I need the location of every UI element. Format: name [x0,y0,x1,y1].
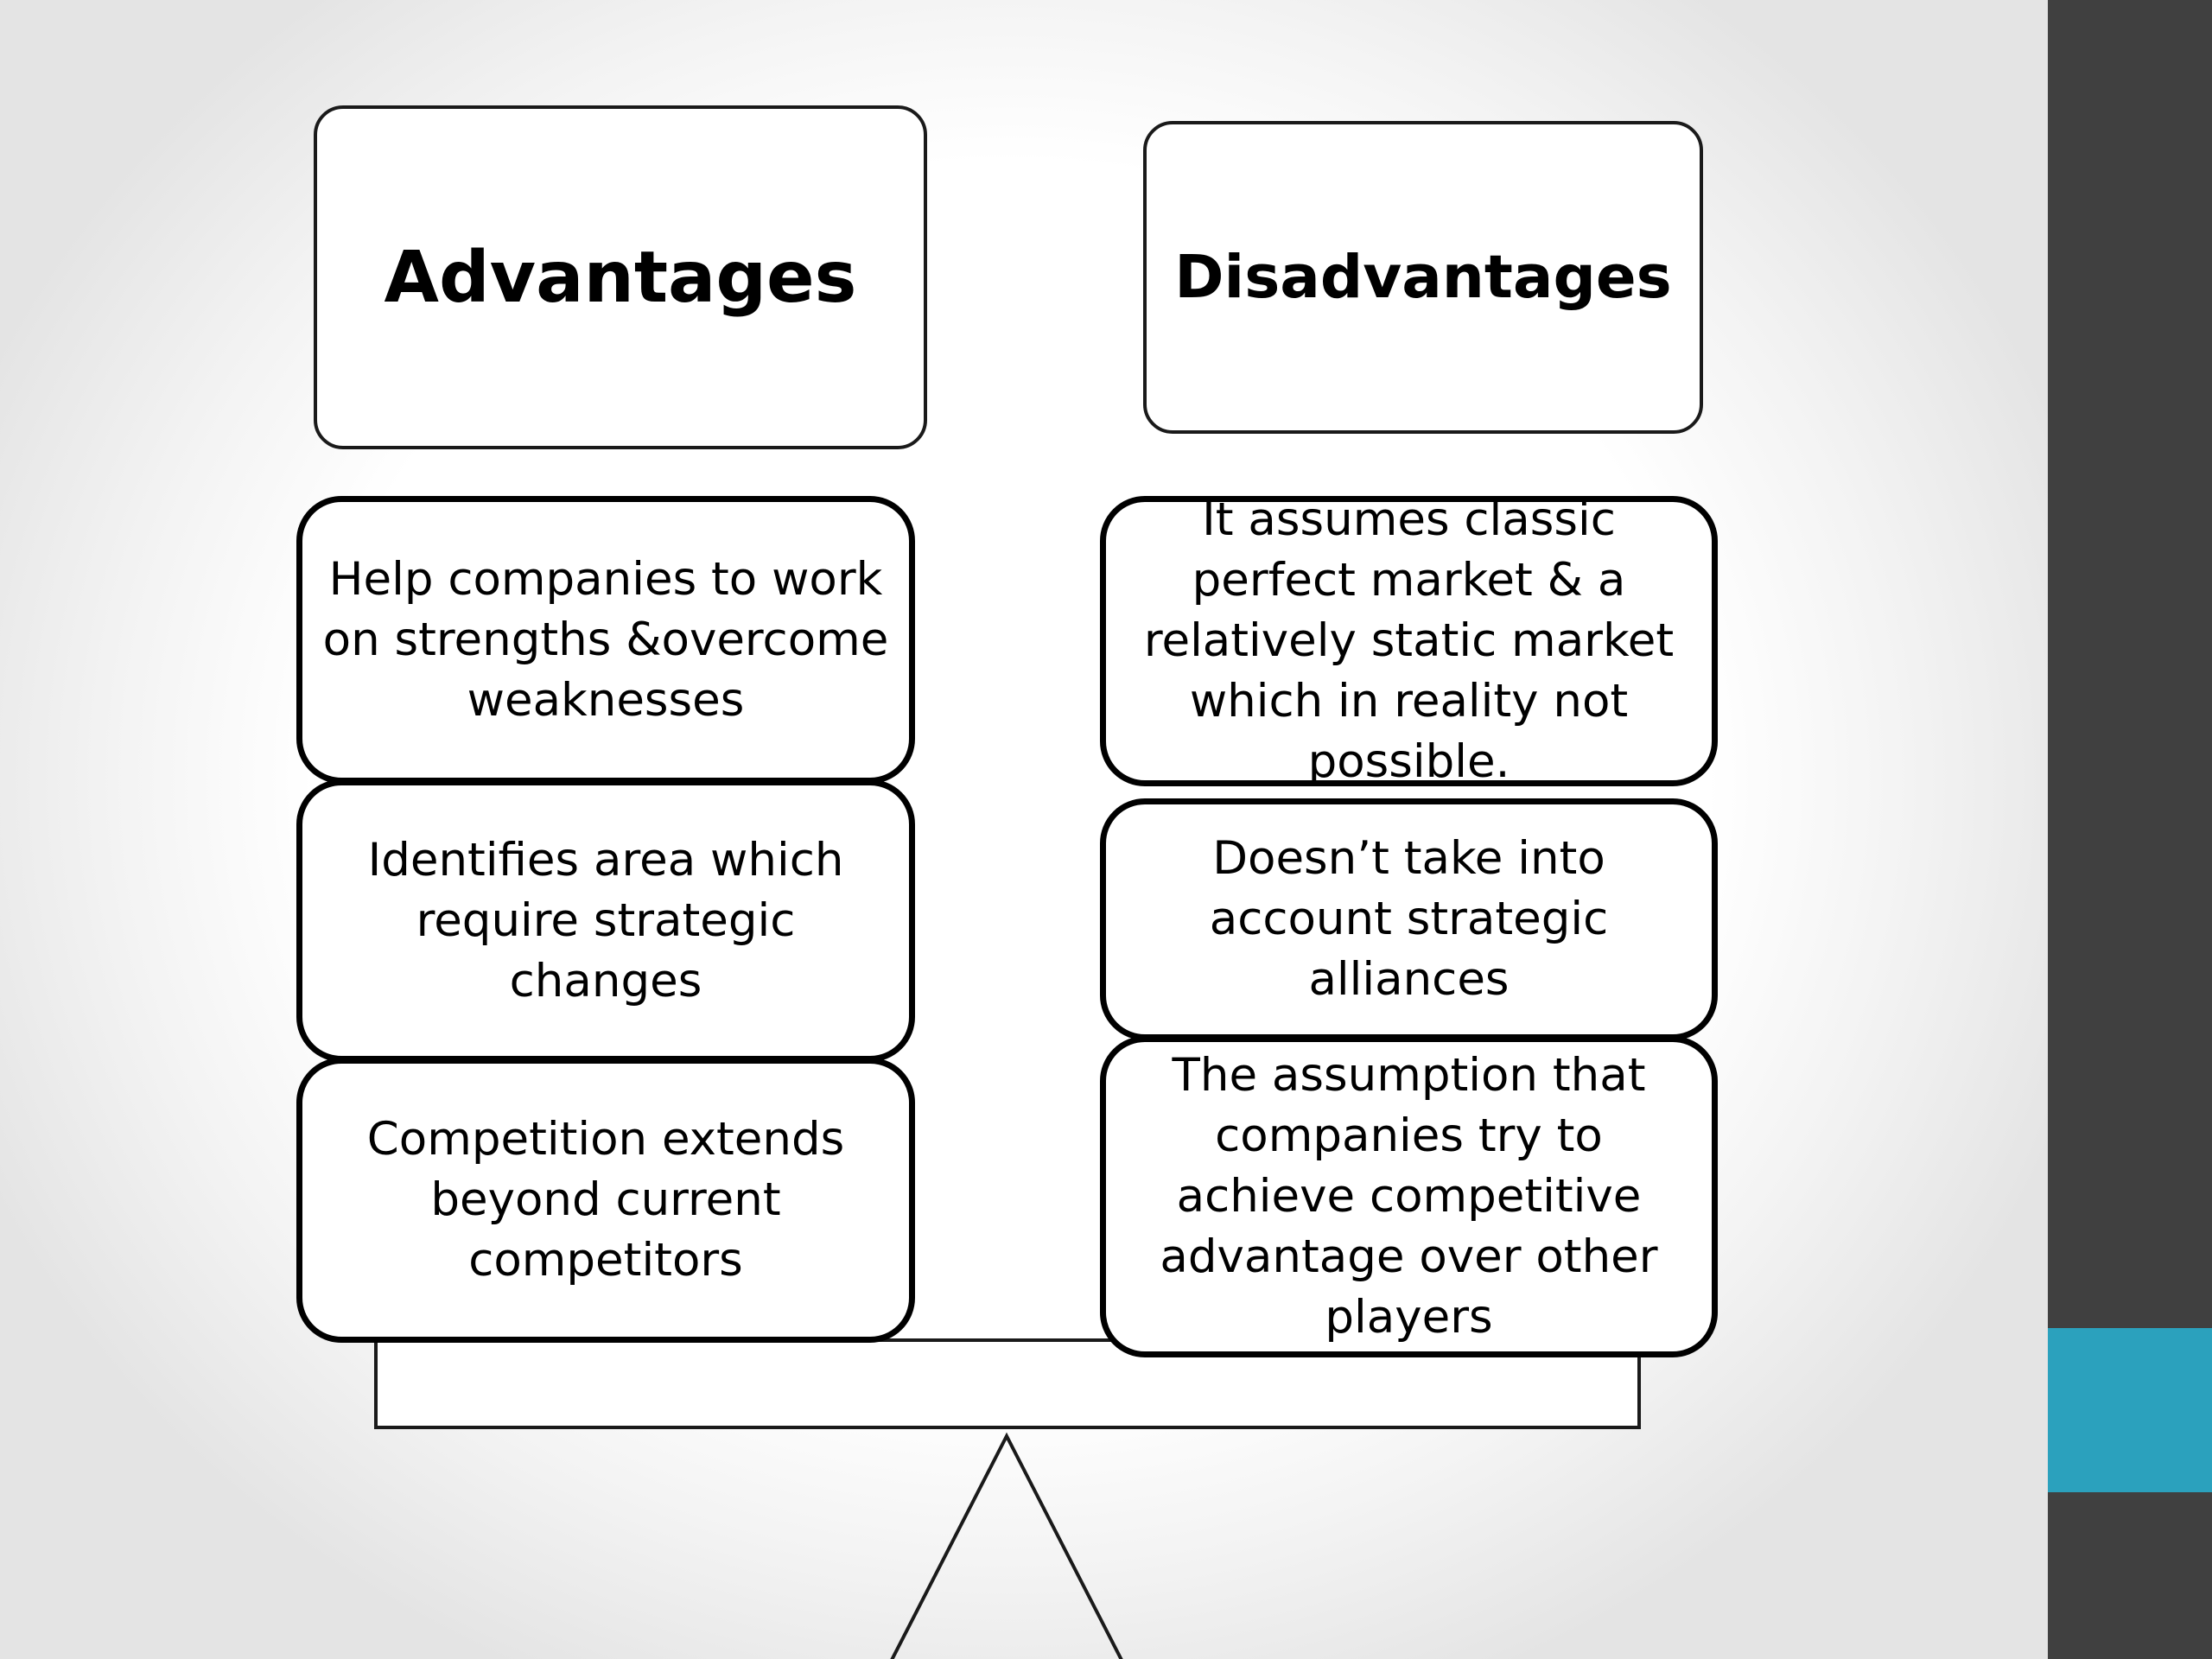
advantage-item-3-text: Competition extends beyond current compe… [366,1113,845,1287]
slide-accent-block [2048,1328,2212,1492]
disadvantage-item-3: The assumption that companies try to ach… [1100,1036,1718,1357]
disadvantages-header: Disadvantages [1143,121,1703,434]
advantage-item-2: Identifies area which require strategic … [296,779,915,1062]
scale-fulcrum [890,1432,1123,1659]
advantage-item-1: Help companies to work on strengths &ove… [296,496,915,784]
disadvantage-item-1-text: It assumes classic perfect market & a re… [1143,493,1675,788]
disadvantage-item-3-text: The assumption that companies try to ach… [1160,1049,1658,1344]
disadvantage-item-1: It assumes classic perfect market & a re… [1100,493,1718,788]
advantage-item-1-text: Help companies to work on strengths &ove… [322,552,889,727]
disadvantage-item-2: Doesn’t take into account strategic alli… [1100,798,1718,1040]
advantages-title: Advantages [384,236,857,319]
advantage-item-2-text: Identifies area which require strategic … [367,833,844,1007]
advantages-header: Advantages [314,105,927,449]
disadvantage-item-2-text: Doesn’t take into account strategic alli… [1209,832,1609,1006]
advantage-item-3: Competition extends beyond current compe… [296,1058,915,1343]
disadvantages-title: Disadvantages [1174,243,1672,312]
